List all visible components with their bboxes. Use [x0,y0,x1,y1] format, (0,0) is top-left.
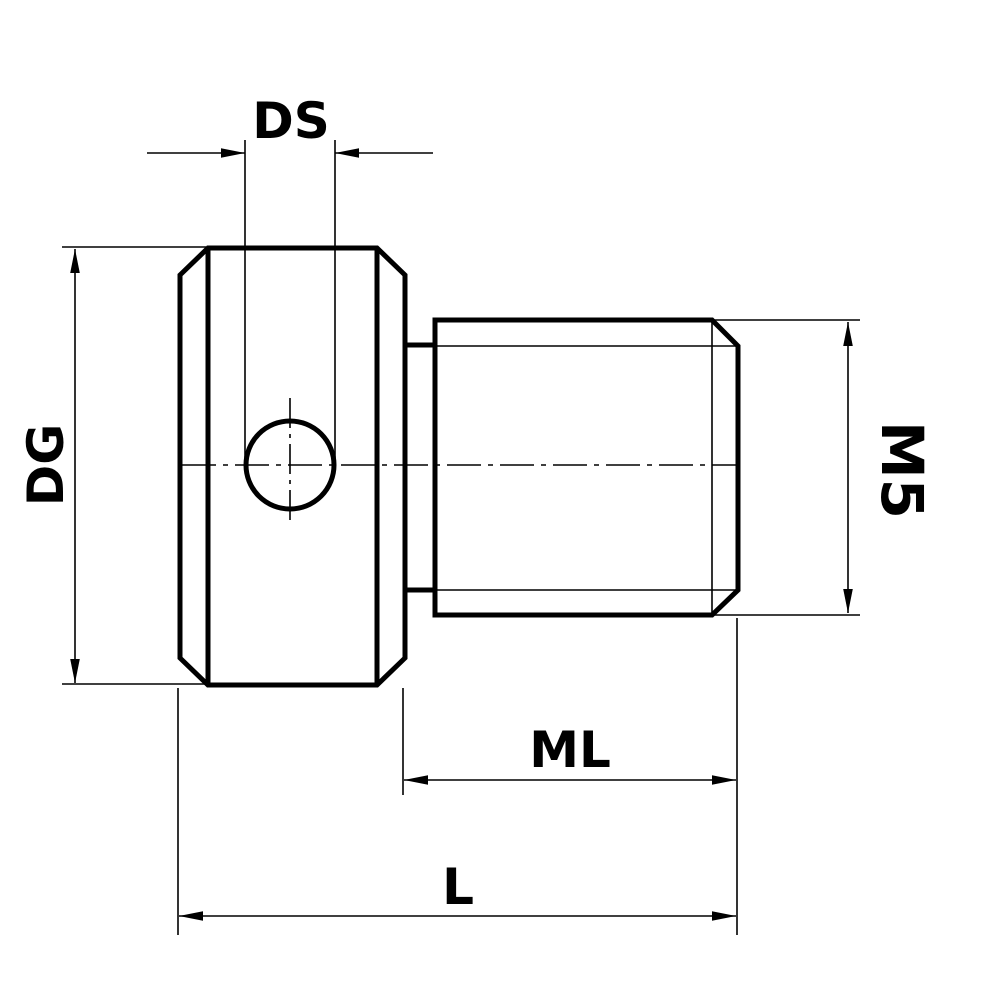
dimension-dg: DG [17,246,206,685]
label-ml: ML [529,721,611,779]
neck [405,342,435,593]
dimension-m5: M5 [714,319,936,616]
dimension-l: L [177,688,736,935]
dimension-ml: ML [402,618,738,935]
head-body [177,245,408,688]
dimension-ds: DS [147,92,433,470]
label-dg: DG [17,424,75,507]
label-l: L [442,858,474,916]
label-ds: DS [252,92,330,150]
label-m5: M5 [868,421,936,519]
threaded-shaft [432,317,741,618]
